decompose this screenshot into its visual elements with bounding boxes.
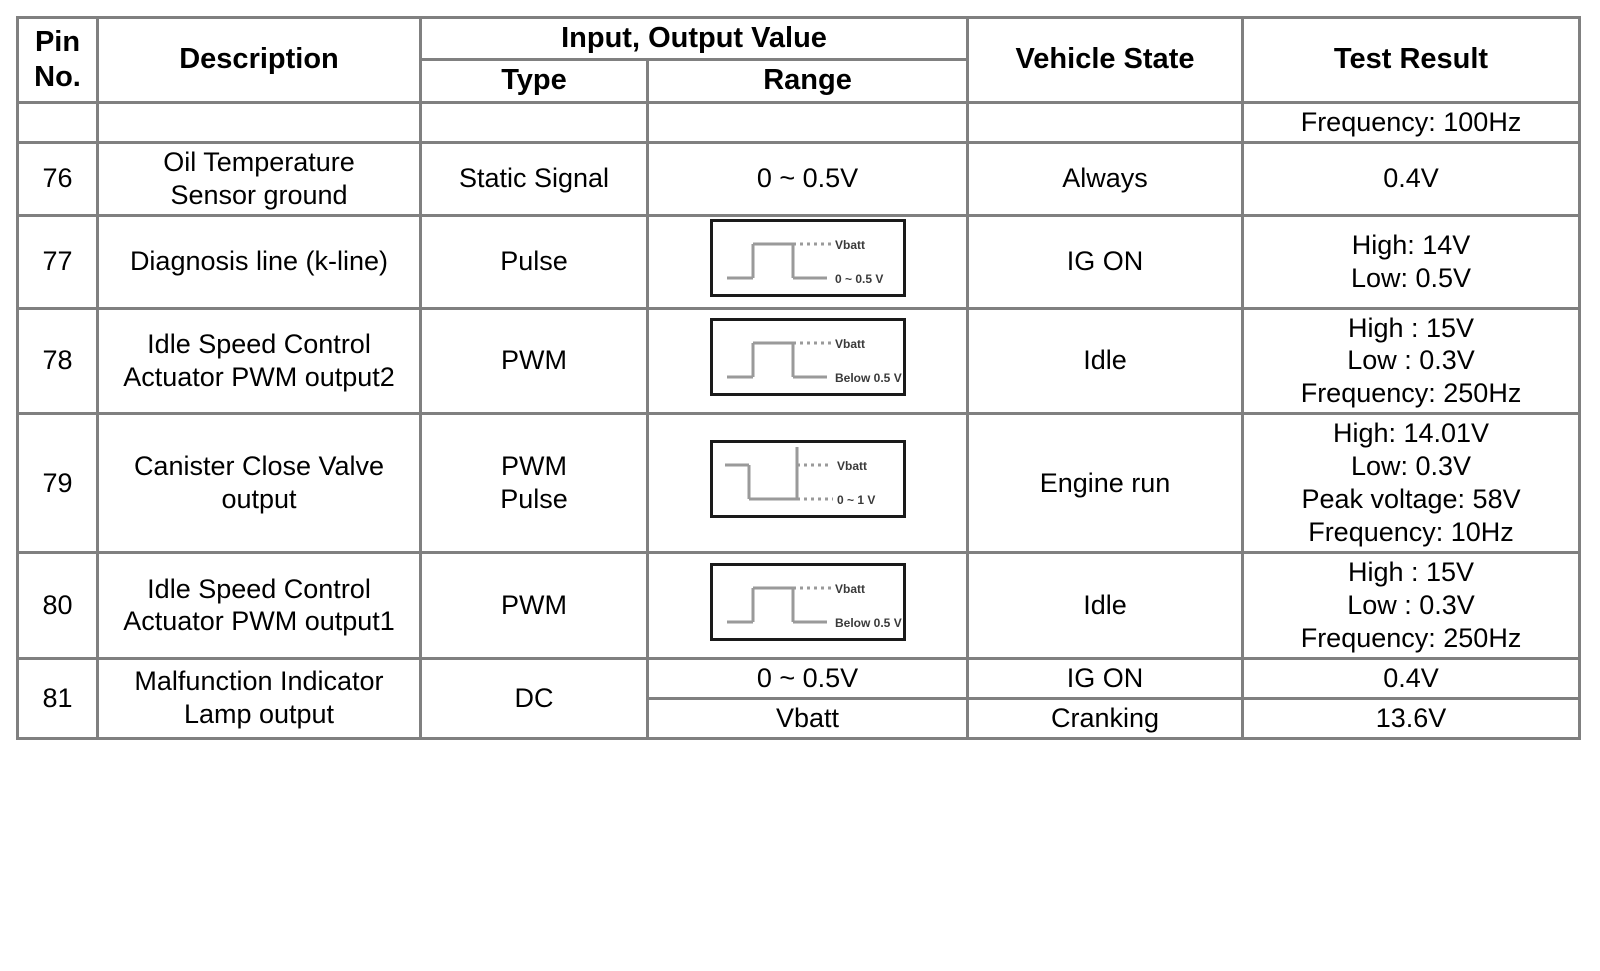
cell-description: Idle Speed Control Actuator PWM output1: [96, 551, 422, 660]
cell-pin-no: 76: [16, 140, 99, 217]
cell-test-result: 0.4V: [1241, 656, 1582, 700]
cell-test-result: 0.4V: [1241, 140, 1582, 217]
svg-text:0 ~ 1 V: 0 ~ 1 V: [837, 493, 875, 507]
header-row-2: Type Range: [18, 58, 1580, 104]
cell-description: Diagnosis line (k-line): [96, 213, 422, 310]
cell-vehicle-state: Engine run: [966, 412, 1245, 555]
cell-test-result: Frequency: 100Hz: [1241, 100, 1582, 144]
cell-description: Canister Close Valve output: [96, 412, 422, 555]
cell-type: PWM: [419, 306, 649, 416]
cell-test-result: 13.6V: [1241, 696, 1582, 740]
header-test-result: Test Result: [1241, 16, 1582, 104]
waveform-diagram: Vbatt 0 ~ 1 V: [709, 440, 906, 519]
cell-range: 0 ~ 0.5V: [645, 656, 970, 700]
header-row-1: Pin No. Description Input, Output Value …: [16, 15, 1582, 104]
ecu-pin-test-table: Pin No. Description Input, Output Value …: [16, 15, 1582, 740]
cell-vehicle-state: Always: [966, 140, 1245, 217]
cell-vehicle-state: IG ON: [966, 656, 1245, 700]
cell-description: Malfunction Indicator Lamp output: [96, 656, 422, 740]
cell-range: Vbatt 0 ~ 1 V: [645, 412, 970, 555]
svg-text:Vbatt: Vbatt: [835, 582, 865, 596]
cell-pin-no: 80: [16, 551, 99, 660]
svg-text:Vbatt: Vbatt: [835, 238, 865, 252]
cell-test-result: High: 14V Low: 0.5V: [1241, 213, 1582, 310]
header-pin-no: Pin No.: [16, 16, 99, 104]
cell-range: Vbatt: [645, 696, 970, 740]
cell-type: DC: [419, 656, 649, 740]
table-head: Pin No. Description Input, Output Value …: [16, 15, 1582, 104]
header-range: Range: [645, 58, 970, 104]
waveform-diagram: Vbatt 0 ~ 0.5 V: [709, 218, 906, 297]
header-description: Description: [96, 16, 422, 104]
cell-description: Oil Temperature Sensor ground: [96, 140, 422, 217]
cell-description: Idle Speed Control Actuator PWM output2: [96, 306, 422, 416]
cell-vehicle-state: [966, 100, 1245, 144]
cell-vehicle-state: Idle: [966, 306, 1245, 416]
table-row: Frequency: 100Hz: [16, 100, 1582, 144]
cell-test-result: High : 15V Low : 0.3V Frequency: 250Hz: [1241, 551, 1582, 660]
svg-text:0 ~ 0.5 V: 0 ~ 0.5 V: [835, 272, 883, 286]
cell-pin-no: 81: [16, 656, 99, 740]
cell-vehicle-state: Cranking: [966, 696, 1245, 740]
svg-text:Vbatt: Vbatt: [835, 337, 865, 351]
cell-pin-no: 77: [16, 213, 99, 310]
cell-description: [96, 100, 422, 144]
header-type: Type: [419, 58, 649, 104]
cell-test-result: High: 14.01V Low: 0.3V Peak voltage: 58V…: [1241, 412, 1582, 555]
header-vehicle-state: Vehicle State: [966, 16, 1245, 104]
cell-pin-no: [16, 100, 99, 144]
cell-pin-no: 78: [16, 306, 99, 416]
cell-range: 0 ~ 0.5V: [645, 140, 970, 217]
cell-range: Vbatt 0 ~ 0.5 V: [645, 213, 970, 310]
cell-test-result: High : 15V Low : 0.3V Frequency: 250Hz: [1241, 306, 1582, 416]
cell-type: [419, 100, 649, 144]
header-input-output-value: Input, Output Value: [418, 15, 970, 60]
cell-type: Static Signal: [419, 140, 649, 217]
cell-type: PWM Pulse: [419, 412, 649, 555]
cell-vehicle-state: Idle: [966, 551, 1245, 660]
svg-text:Below 0.5 V: Below 0.5 V: [835, 371, 902, 385]
cell-type: Pulse: [419, 213, 649, 310]
svg-text:Vbatt: Vbatt: [837, 459, 867, 473]
cell-vehicle-state: IG ON: [966, 213, 1245, 310]
cell-pin-no: 79: [16, 412, 99, 555]
cell-type: PWM: [419, 551, 649, 660]
svg-text:Below 0.5 V: Below 0.5 V: [835, 616, 902, 630]
cell-range: [645, 100, 970, 144]
